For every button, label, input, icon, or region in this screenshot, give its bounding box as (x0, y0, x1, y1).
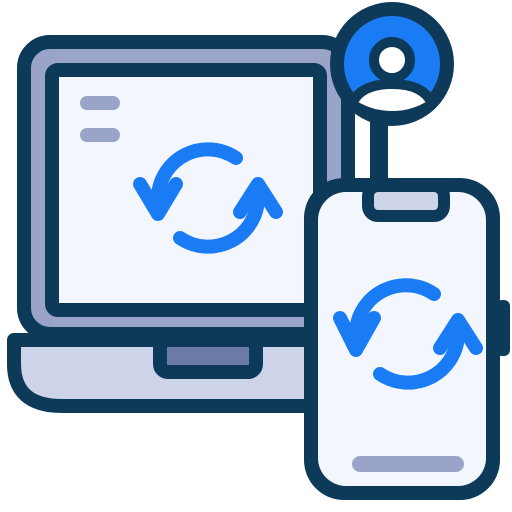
avatar-head (369, 37, 415, 83)
laptop-touchpad (153, 333, 263, 379)
avatar-stem (370, 110, 388, 190)
screen-text-line (80, 128, 120, 142)
phone-screen (318, 192, 486, 486)
screen-text-line (80, 96, 120, 110)
smartphone-icon (304, 178, 510, 500)
phone-home-bar (352, 456, 464, 472)
phone-notch (362, 180, 450, 222)
phone-side-button (496, 300, 510, 356)
avatar-body (347, 79, 437, 121)
sync-arrows-icon (333, 278, 483, 390)
laptop-icon (7, 35, 355, 413)
user-avatar-icon (330, 2, 454, 190)
sync-arrows-icon (133, 142, 283, 254)
